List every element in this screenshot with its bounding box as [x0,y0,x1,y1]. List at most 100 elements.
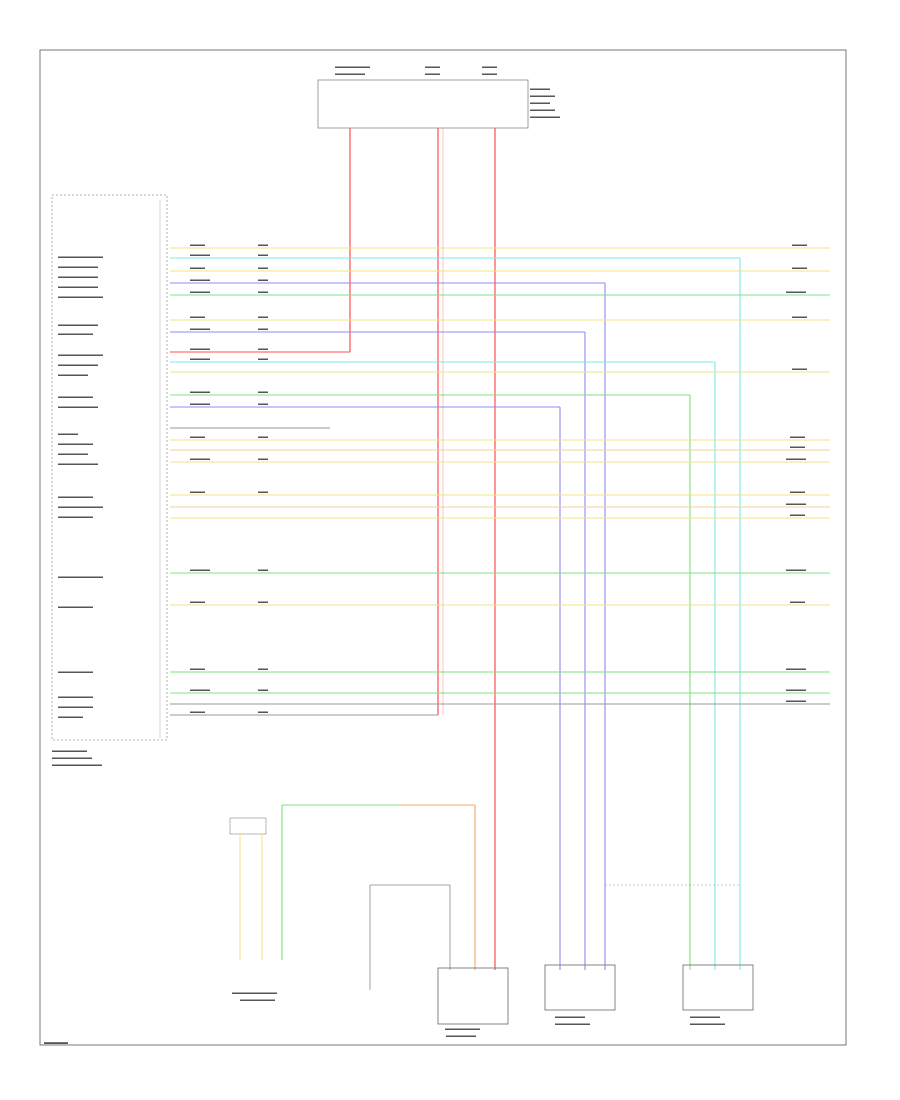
svg-text:▬▬▬▬▬▬▬▬▬: ▬▬▬▬▬▬▬▬▬ [58,504,103,510]
svg-text:▬▬▬▬▬▬▬: ▬▬▬▬▬▬▬ [58,394,93,400]
svg-text:▬▬: ▬▬ [258,356,268,362]
svg-text:▬▬▬▬: ▬▬▬▬ [190,326,210,332]
svg-text:▬▬▬: ▬▬▬ [482,71,497,77]
svg-text:▬▬: ▬▬ [258,401,268,407]
diagram-footer: ▬▬▬▬ [44,1040,68,1046]
svg-text:▬▬▬▬▬▬▬: ▬▬▬▬▬▬▬ [58,694,93,700]
svg-text:▬▬▬▬: ▬▬▬▬ [190,401,210,407]
svg-text:▬▬▬▬▬▬▬: ▬▬▬▬▬▬▬ [58,704,93,710]
svg-text:▬▬▬: ▬▬▬ [482,64,497,70]
svg-text:▬▬▬▬: ▬▬▬▬ [530,100,550,106]
svg-text:▬▬▬▬▬▬▬: ▬▬▬▬▬▬▬ [52,748,87,754]
svg-text:▬▬▬▬▬▬▬▬▬: ▬▬▬▬▬▬▬▬▬ [58,254,103,260]
svg-text:▬▬▬▬▬▬▬: ▬▬▬▬▬▬▬ [58,669,93,675]
svg-text:▬▬: ▬▬ [258,277,268,283]
svg-text:▬▬▬▬▬▬▬▬: ▬▬▬▬▬▬▬▬ [58,362,98,368]
svg-text:▬▬▬▬▬▬▬: ▬▬▬▬▬▬▬ [58,494,93,500]
svg-text:▬▬▬: ▬▬▬ [190,666,205,672]
svg-text:▬▬▬: ▬▬▬ [790,489,805,495]
svg-text:▬▬▬▬: ▬▬▬▬ [190,687,210,693]
svg-text:▬▬▬▬▬: ▬▬▬▬▬ [530,107,555,113]
svg-text:▬▬▬▬▬▬▬: ▬▬▬▬▬▬▬ [58,441,93,447]
bottom-components: ▬▬▬▬▬▬▬▬▬ ▬▬▬▬▬▬▬ ▬▬▬▬▬▬▬ ▬▬▬▬▬▬ ▬▬▬▬▬▬ … [229,804,754,1039]
svg-text:▬▬▬: ▬▬▬ [790,444,805,450]
svg-text:▬▬▬▬▬▬▬: ▬▬▬▬▬▬▬ [555,1021,590,1027]
svg-text:▬▬▬▬▬: ▬▬▬▬▬ [58,714,83,720]
svg-text:▬▬: ▬▬ [258,389,268,395]
svg-text:▬▬▬▬▬▬▬: ▬▬▬▬▬▬▬ [58,331,93,337]
svg-text:▬▬▬▬▬▬▬: ▬▬▬▬▬▬▬ [335,64,370,70]
svg-text:▬▬▬: ▬▬▬ [790,434,805,440]
svg-text:▬▬▬▬: ▬▬▬▬ [786,567,806,573]
svg-text:▬▬▬▬: ▬▬▬▬ [190,289,210,295]
svg-text:▬▬▬▬: ▬▬▬▬ [190,567,210,573]
svg-text:▬▬▬▬: ▬▬▬▬ [530,86,550,92]
svg-text:▬▬▬▬▬▬▬: ▬▬▬▬▬▬▬ [690,1021,725,1027]
svg-text:▬▬▬▬▬▬▬▬: ▬▬▬▬▬▬▬▬ [58,404,98,410]
diagram-frame [39,49,847,1046]
svg-text:▬▬▬▬▬▬: ▬▬▬▬▬▬ [446,1033,476,1039]
svg-text:▬▬: ▬▬ [258,289,268,295]
svg-text:▬▬▬▬: ▬▬▬▬ [786,666,806,672]
svg-text:▬▬▬▬: ▬▬▬▬ [190,356,210,362]
svg-text:▬▬▬▬▬▬▬: ▬▬▬▬▬▬▬ [240,997,275,1003]
svg-text:▬▬▬▬▬▬▬▬: ▬▬▬▬▬▬▬▬ [52,755,92,761]
svg-text:▬▬▬▬▬▬: ▬▬▬▬▬▬ [530,114,560,120]
svg-text:▬▬: ▬▬ [258,666,268,672]
pin-function-labels: ▬▬▬▬▬▬▬▬▬ ▬▬▬▬▬▬▬▬ ▬▬▬▬▬▬▬▬ ▬▬▬▬▬▬▬▬ ▬▬▬… [58,254,103,720]
svg-text:▬▬▬▬: ▬▬▬▬ [786,501,806,507]
svg-text:▬▬▬▬: ▬▬▬▬ [786,289,806,295]
svg-text:▬▬▬: ▬▬▬ [425,71,440,77]
svg-text:▬▬▬▬: ▬▬▬▬ [190,277,210,283]
svg-text:▬▬: ▬▬ [258,314,268,320]
svg-text:▬▬▬: ▬▬▬ [190,265,205,271]
svg-text:▬▬: ▬▬ [258,687,268,693]
power-distribution-center: ▬▬▬▬▬▬▬ ▬▬▬▬▬▬ ▬▬▬ ▬▬▬ ▬▬▬ ▬▬▬ ▬▬▬▬ ▬▬▬▬… [317,64,560,129]
svg-text:▬▬: ▬▬ [258,434,268,440]
svg-text:▬▬▬▬▬▬▬▬▬: ▬▬▬▬▬▬▬▬▬ [58,352,103,358]
wire-labels: ▬▬▬▬▬ ▬▬▬▬▬▬ ▬▬▬▬▬ ▬▬▬▬▬▬ ▬▬▬▬▬▬ ▬▬▬▬▬ ▬… [190,242,807,715]
svg-text:▬▬▬▬▬▬▬▬: ▬▬▬▬▬▬▬▬ [58,274,98,280]
svg-text:▬▬▬▬▬▬: ▬▬▬▬▬▬ [58,451,88,457]
svg-text:▬▬▬: ▬▬▬ [190,242,205,248]
svg-text:▬▬▬▬▬: ▬▬▬▬▬ [530,93,555,99]
svg-text:▬▬▬▬▬▬▬▬: ▬▬▬▬▬▬▬▬ [58,264,98,270]
svg-text:▬▬▬▬▬▬: ▬▬▬▬▬▬ [335,71,365,77]
svg-text:▬▬: ▬▬ [258,242,268,248]
svg-text:▬▬▬▬▬▬▬▬▬: ▬▬▬▬▬▬▬▬▬ [58,574,103,580]
svg-text:▬▬: ▬▬ [258,709,268,715]
svg-text:▬▬▬▬▬▬▬: ▬▬▬▬▬▬▬ [445,1026,480,1032]
svg-text:▬▬▬▬▬▬▬▬: ▬▬▬▬▬▬▬▬ [58,461,98,467]
svg-text:▬▬▬: ▬▬▬ [790,512,805,518]
svg-text:▬▬▬: ▬▬▬ [190,434,205,440]
svg-text:▬▬▬▬: ▬▬▬▬ [786,456,806,462]
svg-text:▬▬▬▬▬▬▬: ▬▬▬▬▬▬▬ [58,604,93,610]
circuit-runs [170,247,830,970]
svg-text:▬▬▬▬▬▬▬▬▬: ▬▬▬▬▬▬▬▬▬ [58,294,103,300]
svg-text:▬▬▬: ▬▬▬ [792,265,807,271]
svg-text:▬▬: ▬▬ [258,599,268,605]
svg-text:▬▬▬▬: ▬▬▬▬ [190,346,210,352]
svg-text:▬▬▬▬▬▬▬▬▬: ▬▬▬▬▬▬▬▬▬ [232,990,277,996]
svg-text:▬▬▬▬: ▬▬▬▬ [58,431,78,437]
svg-text:▬▬▬▬: ▬▬▬▬ [190,389,210,395]
svg-text:▬▬: ▬▬ [258,567,268,573]
svg-text:▬▬▬▬: ▬▬▬▬ [190,456,210,462]
svg-text:▬▬: ▬▬ [258,252,268,258]
svg-text:▬▬▬▬▬▬▬▬: ▬▬▬▬▬▬▬▬ [58,322,98,328]
svg-text:▬▬▬▬▬▬▬: ▬▬▬▬▬▬▬ [58,514,93,520]
svg-text:▬▬▬▬: ▬▬▬▬ [786,687,806,693]
svg-text:▬▬: ▬▬ [258,265,268,271]
svg-text:▬▬: ▬▬ [258,346,268,352]
vertical-feeds [349,128,496,970]
svg-text:▬▬▬▬▬▬▬▬: ▬▬▬▬▬▬▬▬ [58,284,98,290]
svg-text:▬▬▬: ▬▬▬ [190,489,205,495]
svg-text:▬▬▬▬▬▬: ▬▬▬▬▬▬ [58,372,88,378]
svg-text:▬▬▬▬: ▬▬▬▬ [786,698,806,704]
svg-text:▬▬▬▬▬▬▬▬▬▬: ▬▬▬▬▬▬▬▬▬▬ [52,762,102,768]
svg-text:▬▬▬: ▬▬▬ [792,314,807,320]
svg-text:▬▬▬: ▬▬▬ [190,599,205,605]
svg-text:▬▬▬: ▬▬▬ [790,599,805,605]
svg-text:▬▬▬: ▬▬▬ [792,242,807,248]
